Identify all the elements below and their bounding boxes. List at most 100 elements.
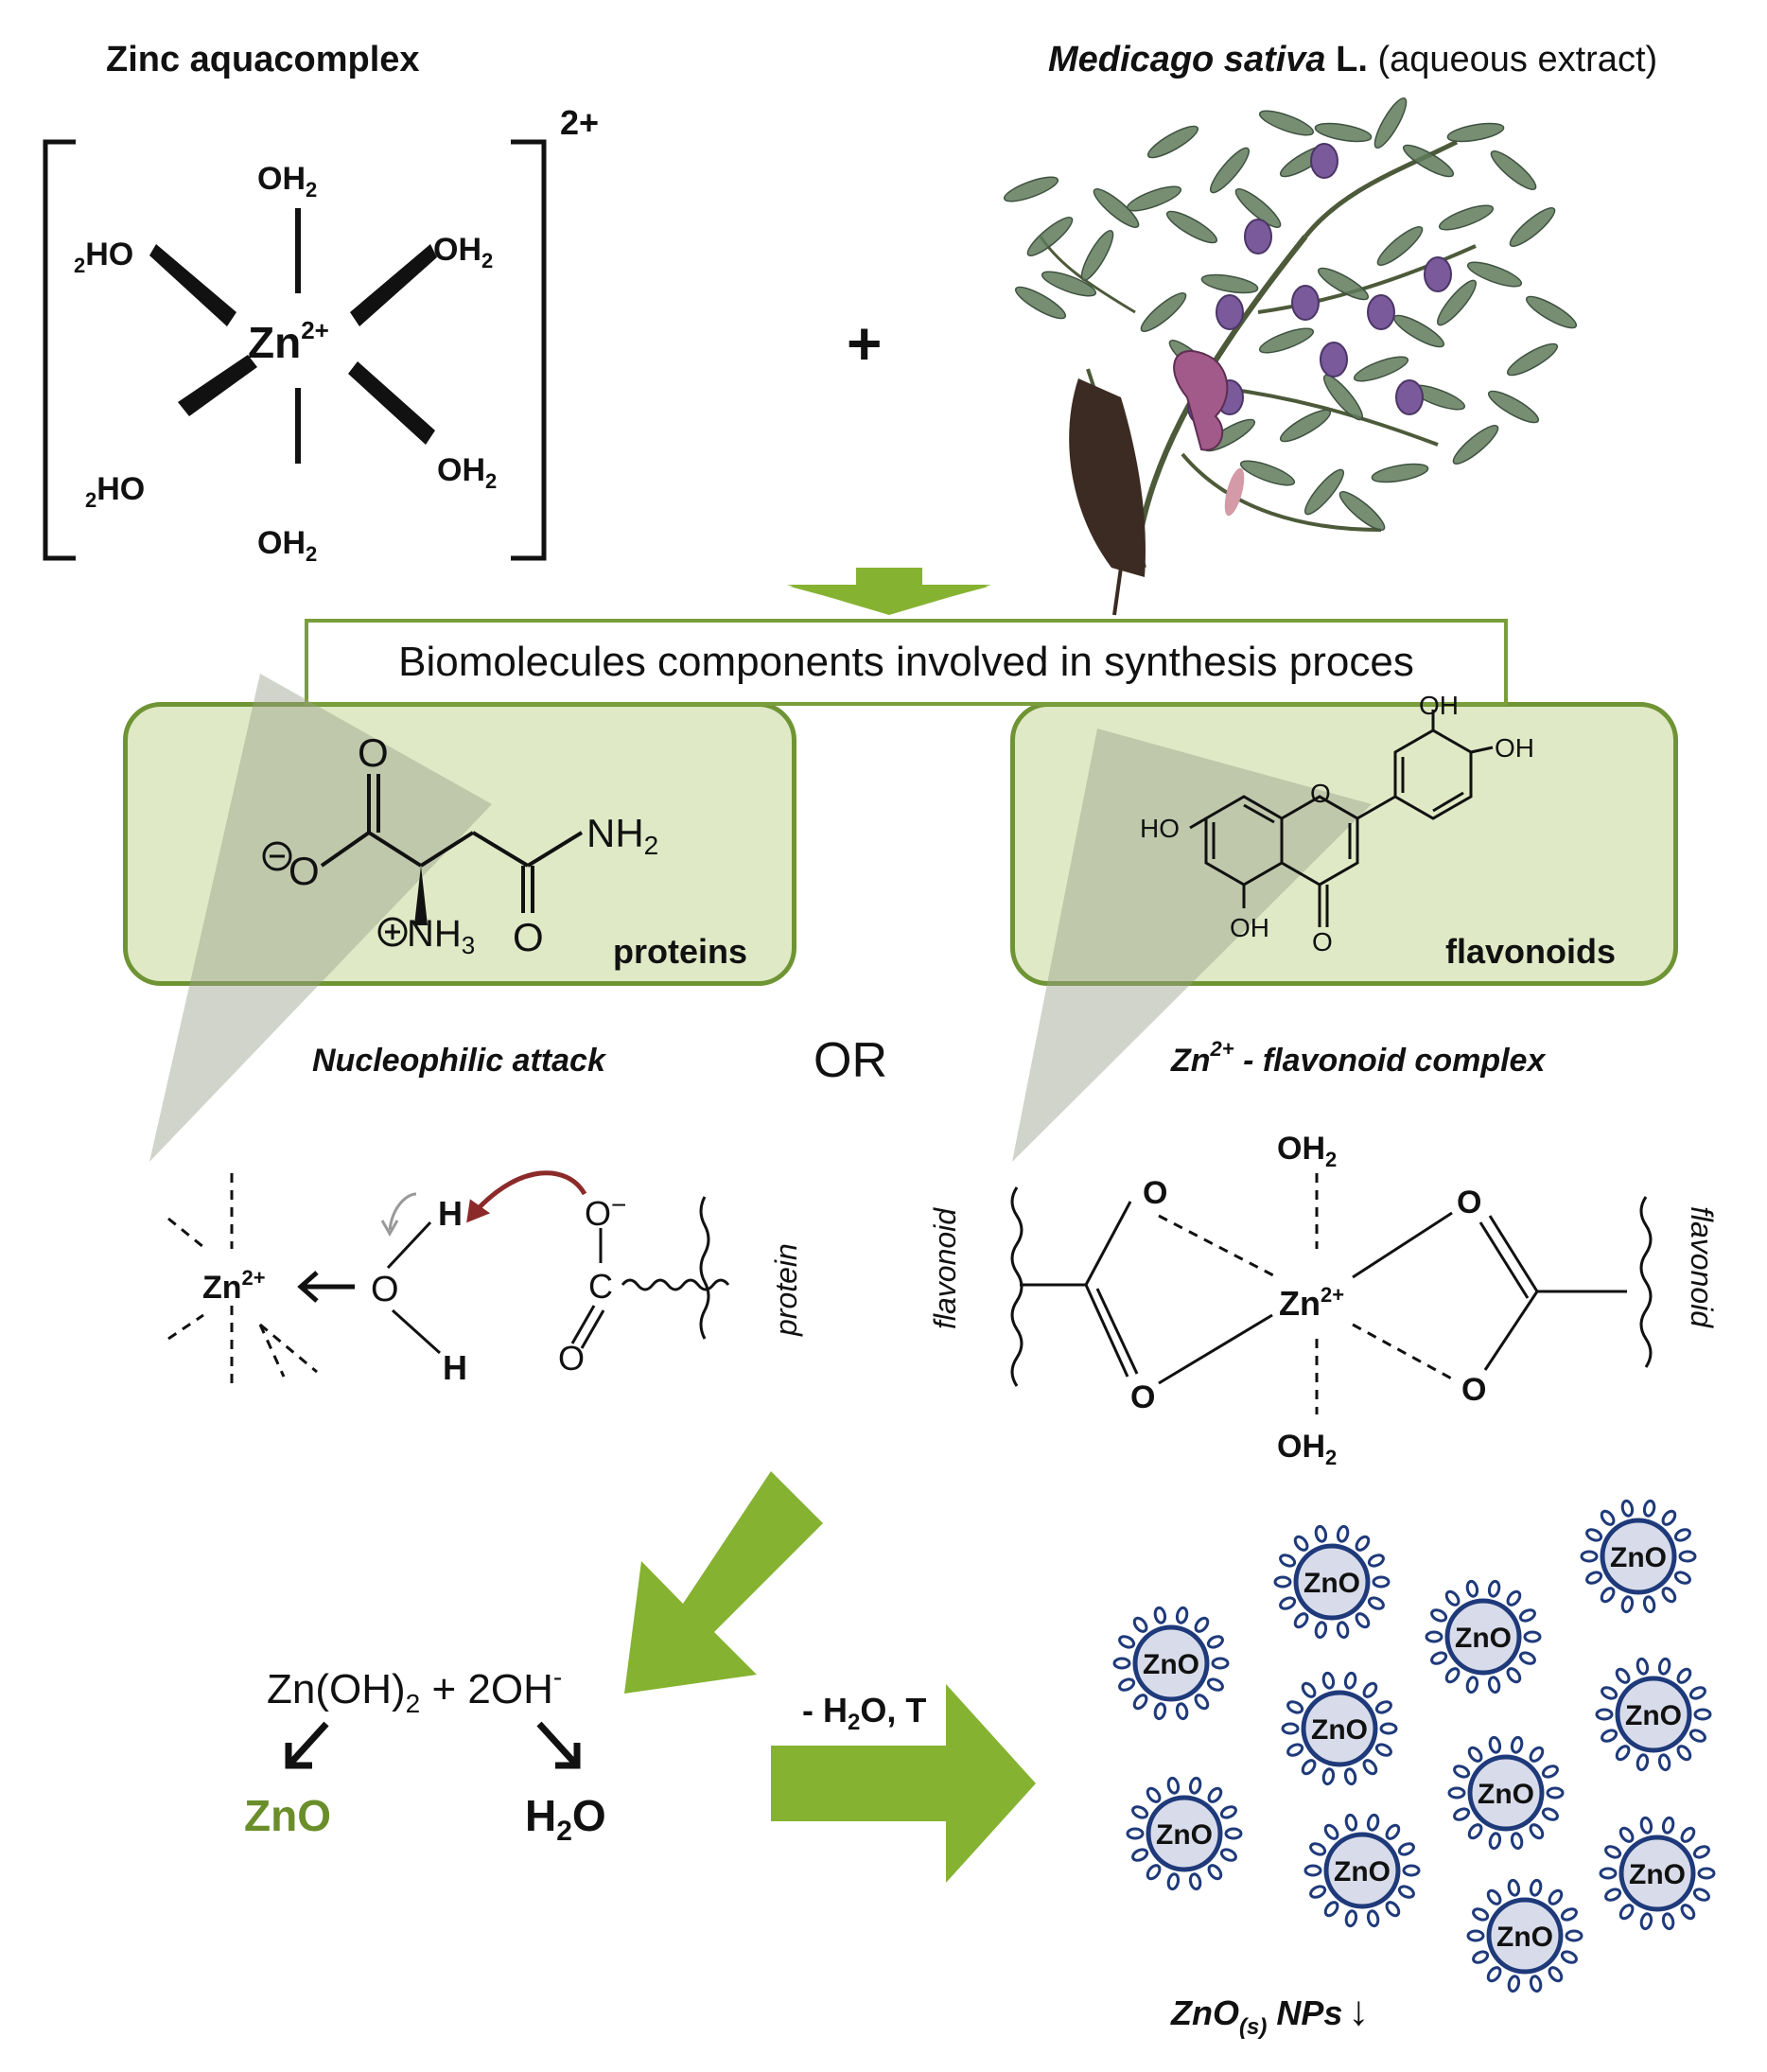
complex-title: Zn2+ - flavonoid complex — [1170, 1037, 1547, 1079]
flavonoids-label: flavonoids — [1445, 932, 1616, 971]
plant-leaf — [1140, 292, 1187, 332]
flavonoid-structure — [1189, 710, 1494, 927]
reaction-arrows — [285, 1721, 581, 1769]
plant-flower — [1291, 285, 1320, 321]
wedge-ul — [149, 244, 236, 326]
svg-text:O: O — [1143, 1175, 1167, 1211]
plant-leaf — [1210, 147, 1250, 194]
svg-text:C: C — [588, 1267, 613, 1306]
svg-text:Zn2+: Zn2+ — [202, 1266, 266, 1306]
ligand-bottom: OH2 — [257, 525, 317, 566]
svg-text:H: H — [438, 1194, 463, 1233]
zno-nanoparticle: ZnO — [1273, 1524, 1391, 1640]
plant-flower — [1320, 342, 1348, 378]
plant-leaf — [1304, 468, 1344, 516]
zno-nanoparticle: ZnO — [1425, 1579, 1542, 1694]
zno-nanoparticle-label: ZnO — [1156, 1819, 1213, 1851]
medicago-plant-illustration — [1039, 139, 1477, 616]
plant-leaf — [1373, 97, 1408, 149]
plant-leaf — [1258, 327, 1315, 354]
zno-nanoparticle-label: ZnO — [1311, 1714, 1368, 1746]
plant-leaf — [1317, 267, 1370, 301]
zno-nanoparticle-label: ZnO — [1143, 1649, 1199, 1680]
svg-text:O: O — [1312, 927, 1333, 957]
product-water: H2O — [525, 1791, 606, 1847]
plant-leaf — [1279, 409, 1332, 443]
plant-leaf — [1146, 125, 1199, 159]
svg-text:protein: protein — [769, 1243, 803, 1337]
plant-leaf — [1026, 217, 1074, 256]
complex-atoms: Zn2+ OH2 OH2 O O O O flavonoid flavonoid — [928, 1131, 1719, 1469]
svg-text:O−: O− — [585, 1190, 626, 1233]
ligand-top: OH2 — [257, 161, 317, 202]
zno-nanoparticle-label: ZnO — [1610, 1542, 1667, 1573]
product-zno: ZnO — [244, 1791, 331, 1840]
svg-text:O: O — [289, 849, 320, 893]
complex-charge: 2+ — [560, 103, 599, 142]
svg-text:OH2: OH2 — [1277, 1429, 1337, 1469]
svg-text:HO: HO — [1140, 814, 1180, 843]
zno-nanoparticle: ZnO — [1447, 1735, 1565, 1851]
zno-nanoparticle: ZnO — [1580, 1499, 1697, 1614]
zno-nanoparticle-label: ZnO — [1478, 1779, 1534, 1810]
medicago-title: Medicago sativa L. (aqueous extract) — [1048, 40, 1658, 79]
plant-flower — [1244, 219, 1272, 255]
zno-nanoparticle-label: ZnO — [1303, 1568, 1360, 1599]
cone-left — [149, 674, 492, 1162]
plant-leaf — [1376, 226, 1424, 266]
plant-leaf — [1080, 229, 1114, 282]
plant-flower — [1310, 143, 1338, 179]
svg-text:NH2: NH2 — [586, 811, 658, 860]
biomolecules-title-box: Biomolecules components involved in synt… — [305, 619, 1508, 706]
wedge-ur — [350, 244, 437, 326]
plant-leaf — [1437, 279, 1477, 326]
proteins-label: proteins — [613, 932, 747, 971]
zno-nanoparticle-label: ZnO — [1455, 1623, 1512, 1654]
zno-nanoparticle-label: ZnO — [1334, 1856, 1391, 1888]
plant-leaf — [1452, 425, 1499, 465]
plant-leaf — [1490, 150, 1537, 190]
flavonoid-atoms: O OH OH HO OH O — [1140, 691, 1534, 957]
plant-leaf — [1402, 144, 1455, 178]
svg-text:O: O — [1130, 1379, 1155, 1415]
nucleophilic-atoms: Zn2+ O H H O− C O protein — [202, 1190, 803, 1387]
svg-text:O: O — [1461, 1372, 1486, 1408]
svg-text:OH: OH — [1495, 733, 1534, 763]
svg-text:Zn2+: Zn2+ — [1279, 1283, 1344, 1323]
plant-leaf — [1338, 491, 1386, 531]
plant-leaf — [1165, 210, 1218, 244]
svg-text:O: O — [358, 730, 389, 775]
plant-leaf — [1371, 463, 1429, 483]
plant-leaf — [1438, 204, 1495, 231]
flavonoid-complex — [1010, 1173, 1653, 1414]
or-label: OR — [814, 1033, 887, 1088]
nucleophilic-title: Nucleophilic attack — [312, 1043, 607, 1079]
plant-flower — [1216, 294, 1244, 330]
ligand-upper-right: OH2 — [433, 232, 493, 272]
plant-petal — [1224, 467, 1245, 517]
reaction-equation: Zn(OH)2 + 2OH- — [267, 1662, 562, 1718]
svg-text:O: O — [1457, 1185, 1481, 1220]
zno-nanoparticle-label: ZnO — [1629, 1859, 1686, 1890]
zno-nanoparticle-label: ZnO — [1496, 1922, 1553, 1953]
svg-text:O: O — [371, 1270, 399, 1309]
ligand-lower-right: OH2 — [437, 452, 497, 493]
arrow-label: - H2O, T — [802, 1691, 926, 1735]
zno-nanoparticle: ZnO — [1599, 1816, 1716, 1931]
nucleophilic-mechanism — [167, 1170, 730, 1391]
plant-leaf — [1258, 110, 1315, 136]
plant-flower — [1367, 294, 1395, 330]
svg-text:O: O — [558, 1339, 585, 1378]
plant-leaf — [1353, 356, 1409, 382]
bracket-left — [43, 139, 76, 561]
asparagine-structure: O O O NH2 NH3 — [262, 730, 658, 959]
plant-leaf — [1466, 261, 1523, 288]
flavonoids-box — [1010, 702, 1678, 986]
zno-nanoparticle: ZnO — [1595, 1657, 1712, 1772]
plant-leaf — [1314, 122, 1373, 143]
svg-text:OH: OH — [1419, 691, 1459, 720]
ligand-lower-left: 2HO — [85, 471, 145, 512]
zno-nanoparticle: ZnO — [1281, 1671, 1398, 1786]
nps-caption: ZnO(s) NPs↓ — [1170, 1988, 1369, 2040]
